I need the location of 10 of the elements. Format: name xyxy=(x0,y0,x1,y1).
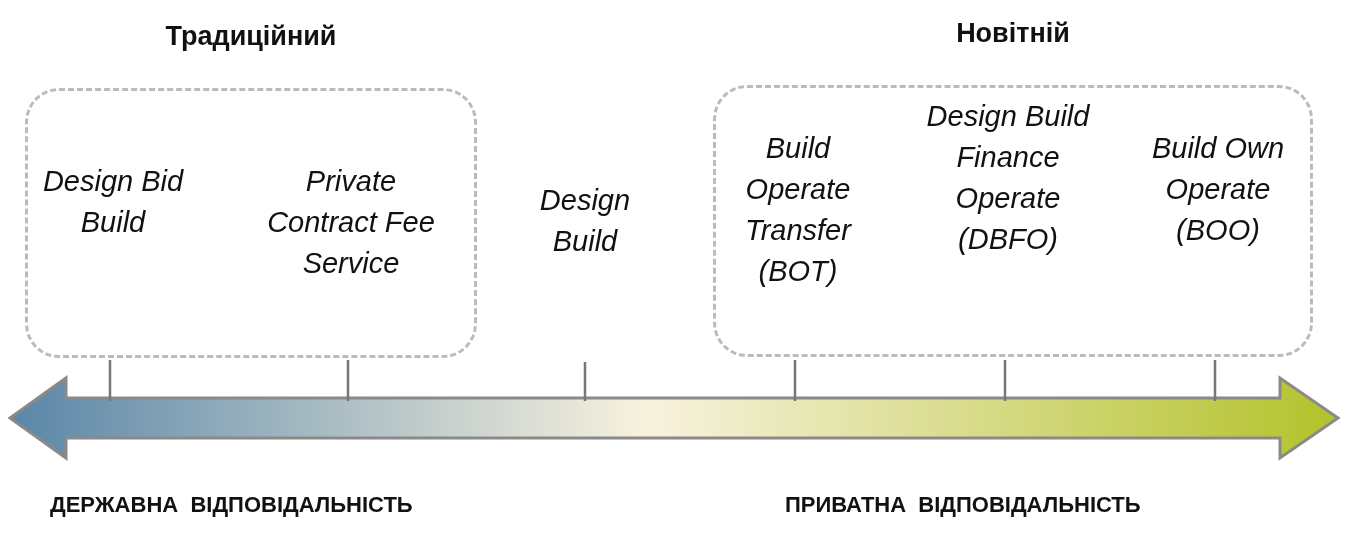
axis-end-label: ДЕРЖАВНА ВІДПОВІДАЛЬНІСТЬ xyxy=(50,492,413,518)
group-heading: Традиційний xyxy=(164,21,338,52)
axis-end-label: ПРИВАТНА ВІДПОВІДАЛЬНІСТЬ xyxy=(785,492,1141,518)
group-heading: Новітній xyxy=(955,18,1071,49)
model-label: Private Contract Fee Service xyxy=(251,161,451,284)
model-label: Design Build Finance Operate (DBFO) xyxy=(908,96,1108,260)
model-label: Design Bid Build xyxy=(28,161,198,243)
model-label: Build Own Operate (BOO) xyxy=(1138,128,1298,251)
model-label: Build Operate Transfer (BOT) xyxy=(718,128,878,292)
model-label: Design Build xyxy=(510,180,660,262)
